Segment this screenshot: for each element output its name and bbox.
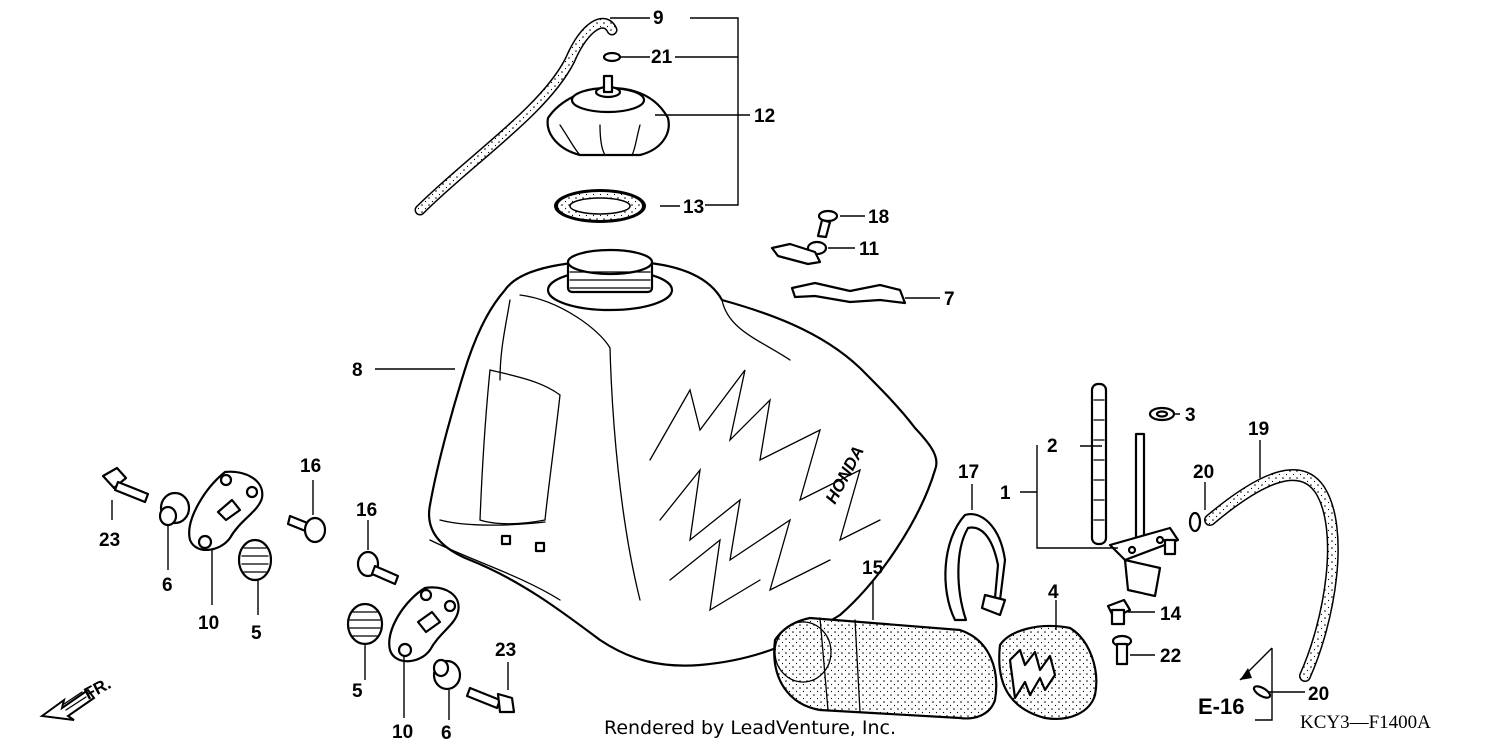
reference-arrow xyxy=(1239,647,1273,721)
callout-10-left: 10 xyxy=(198,613,219,634)
callout-16-right: 16 xyxy=(356,500,377,521)
callout-18: 18 xyxy=(868,207,889,228)
callout-4: 4 xyxy=(1048,582,1059,603)
callout-3: 3 xyxy=(1185,405,1196,426)
fuel-tank[interactable]: HONDA xyxy=(427,248,938,667)
callout-23-left: 23 xyxy=(99,530,120,551)
callout-23-right: 23 xyxy=(495,640,516,661)
bolt-18[interactable] xyxy=(816,209,839,239)
drawing-code: KCY3—F1400A xyxy=(1300,712,1431,733)
callout-6-left: 6 xyxy=(162,575,173,596)
callout-8: 8 xyxy=(352,360,363,381)
callout-19: 19 xyxy=(1248,419,1269,440)
reference-label: E-16 xyxy=(1198,694,1244,719)
bracket-10-left[interactable] xyxy=(188,470,264,551)
callout-14: 14 xyxy=(1160,604,1182,625)
tube-clip[interactable] xyxy=(602,51,622,63)
bolt-23-left[interactable] xyxy=(101,466,150,504)
callout-11: 11 xyxy=(859,239,880,260)
leader-lines xyxy=(111,17,1305,720)
tube-clip-upper[interactable] xyxy=(1188,511,1202,533)
rubber-5-left[interactable] xyxy=(237,538,273,582)
callout-2: 2 xyxy=(1047,436,1058,457)
tube-clip-lower[interactable] xyxy=(1252,684,1272,700)
washer-3[interactable] xyxy=(1148,406,1176,422)
bracket-10-right[interactable] xyxy=(388,586,460,663)
callout-22: 22 xyxy=(1160,646,1181,667)
callout-12: 12 xyxy=(754,106,775,127)
fuel-cock[interactable] xyxy=(1108,432,1180,598)
callout-21: 21 xyxy=(651,47,673,68)
fuel-strainer[interactable] xyxy=(1090,382,1108,546)
callout-5-left: 5 xyxy=(251,623,262,644)
collar-6-left[interactable] xyxy=(158,491,191,527)
mount-bracket-4[interactable] xyxy=(998,624,1098,720)
bolt-14[interactable] xyxy=(1106,598,1132,626)
callout-16-left: 16 xyxy=(300,456,321,477)
front-direction-arrow xyxy=(39,688,96,721)
collar-6-right[interactable] xyxy=(432,658,462,691)
callout-10-right: 10 xyxy=(392,722,413,743)
bolt-16-right[interactable] xyxy=(356,550,400,586)
callout-13: 13 xyxy=(683,197,704,218)
callout-17: 17 xyxy=(958,462,979,483)
callout-1: 1 xyxy=(1000,483,1011,504)
callout-15: 15 xyxy=(862,558,884,579)
rubber-band-small[interactable] xyxy=(770,242,822,266)
callout-6-right: 6 xyxy=(441,723,452,744)
fuel-cap[interactable] xyxy=(546,74,670,157)
tank-cover-15[interactable] xyxy=(773,616,998,720)
bolt-16-left[interactable] xyxy=(286,514,327,544)
callout-9: 9 xyxy=(653,8,664,29)
bolt-23-right[interactable] xyxy=(465,686,516,714)
callout-7: 7 xyxy=(944,289,955,310)
rubber-5-right[interactable] xyxy=(346,602,384,646)
cap-gasket[interactable] xyxy=(554,189,646,223)
callout-5-right: 5 xyxy=(352,681,363,702)
strainer-band-17[interactable] xyxy=(944,512,1007,622)
screw-22[interactable] xyxy=(1111,634,1133,666)
callout-20-upper: 20 xyxy=(1193,462,1214,483)
callout-20-lower: 20 xyxy=(1308,684,1329,705)
render-credit: Rendered by LeadVenture, Inc. xyxy=(603,717,897,739)
tank-band-7[interactable] xyxy=(790,281,907,305)
